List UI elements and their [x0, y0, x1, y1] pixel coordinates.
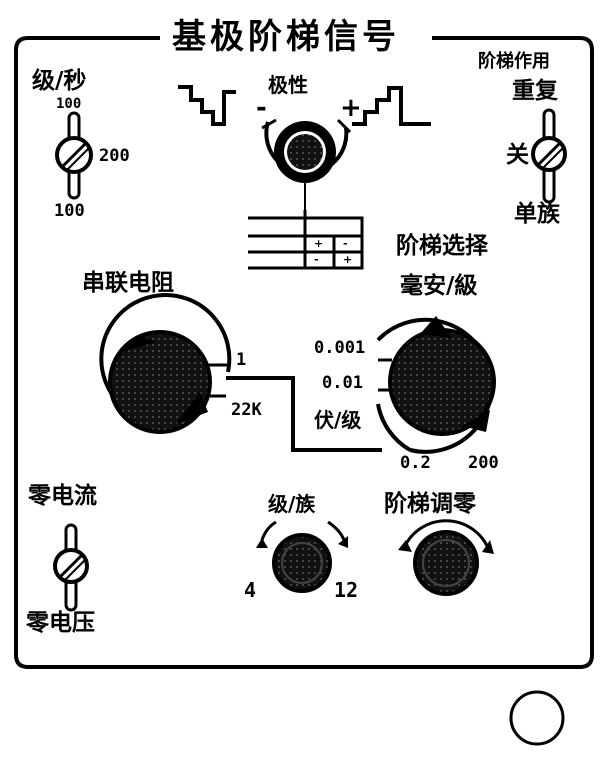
steps-per-family-max: 12 [334, 578, 359, 602]
figure-number: ⑥ [518, 700, 545, 730]
zero-current-label: 零电流 [28, 483, 97, 509]
rate-label: 级/秒 [32, 68, 87, 94]
series-resistor-label: 串联电阻 [82, 270, 174, 296]
rate-top-value: 100 [56, 96, 82, 112]
zero-current-voltage-toggle[interactable] [53, 523, 89, 612]
polarity-knob[interactable] [261, 118, 352, 210]
positive-staircase-waveform [352, 86, 431, 126]
rate-right-value: 200 [99, 146, 130, 166]
panel-title: 基极阶梯信号 [172, 17, 400, 57]
step-select-value-001: 0.01 [322, 373, 363, 393]
step-select-unit-label: 毫安/級 [400, 273, 478, 299]
step-select-value-0001: 0.001 [314, 338, 366, 358]
zero-voltage-label: 零电压 [26, 610, 95, 636]
step-select-knob[interactable] [376, 316, 496, 454]
rate-bottom-value: 100 [54, 201, 85, 221]
step-action-label: 阶梯作用 [478, 51, 550, 72]
step-select-range-low: 0.2 [400, 453, 431, 473]
series-resistor-value-22k: 22K [231, 400, 262, 420]
step-select-label: 阶梯选择 [396, 233, 488, 259]
polarity-table-cell-4: + [343, 253, 353, 266]
series-resistor-knob[interactable] [99, 293, 232, 434]
rate-toggle-switch[interactable] [55, 111, 93, 200]
step-select-volt-label: 伏/级 [314, 408, 362, 432]
polarity-table-cell-1: + [314, 237, 324, 250]
polarity-plus-label: + [340, 93, 362, 123]
polarity-minus-label: - [256, 93, 267, 123]
steps-per-family-min: 4 [244, 578, 257, 602]
step-action-toggle-switch[interactable] [531, 108, 567, 204]
resistor-step-connector [226, 376, 382, 452]
series-resistor-value-1: 1 [236, 350, 247, 370]
polarity-table-cell-3: - [314, 253, 319, 266]
negative-staircase-waveform [178, 85, 236, 126]
step-zero-knob[interactable] [398, 519, 494, 596]
steps-per-family-knob[interactable] [256, 520, 348, 593]
polarity-table-cell-2: - [343, 237, 348, 250]
polarity-label: 极性 [268, 73, 308, 97]
figure-number-circle [509, 690, 565, 746]
step-zero-label: 阶梯调零 [384, 491, 476, 517]
step-action-off-label: 关 [506, 142, 529, 168]
polarity-table [248, 210, 364, 270]
steps-per-family-label: 级/族 [268, 492, 316, 516]
panel-frame [14, 36, 594, 669]
step-action-repeat-label: 重复 [512, 78, 558, 104]
step-action-single-label: 单族 [514, 201, 560, 227]
step-select-range-high: 200 [468, 453, 499, 473]
